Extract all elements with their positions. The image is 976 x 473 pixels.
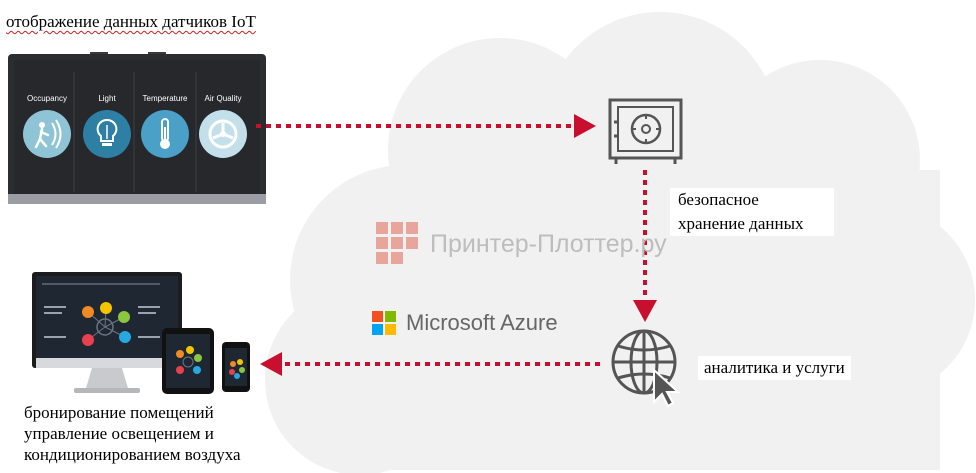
devices-caption-line3: кондиционированием воздуха	[24, 445, 241, 464]
tile-air-quality: Air Quality	[188, 94, 258, 161]
storage-label: безопасное хранение данных	[670, 188, 834, 236]
microsoft-logo-icon	[372, 311, 396, 335]
azure-brand: Microsoft Azure	[372, 310, 558, 336]
watermark: Принтер-Плоттер.ру	[376, 222, 667, 266]
globe-cursor-icon	[611, 329, 681, 408]
watermark-grid-icon	[376, 222, 418, 264]
tile-occupancy: Occupancy	[12, 94, 82, 161]
azure-brand-text: Microsoft Azure	[406, 310, 558, 335]
devices-caption-line2: управление освещением и	[24, 424, 214, 443]
thermometer-icon	[141, 110, 189, 158]
devices-caption-line1: бронирование помещений	[24, 403, 214, 422]
tile-temperature: Temperature	[130, 94, 200, 161]
safe-icon	[608, 98, 683, 164]
fan-icon	[199, 110, 247, 158]
watermark-text: Принтер-Плоттер.ру	[430, 229, 667, 258]
tile-light: Light	[72, 94, 142, 161]
iot-display-title: отображение данных датчиков IoT	[6, 12, 256, 31]
lightbulb-icon	[83, 110, 131, 158]
devices-caption: бронирование помещений управление освеще…	[24, 402, 241, 465]
person-motion-icon	[23, 110, 71, 158]
analytics-label: аналитика и услуги	[698, 356, 851, 380]
client-devices	[32, 272, 250, 394]
wall-display: Occupancy Light Temperature Air Quality	[8, 46, 266, 204]
